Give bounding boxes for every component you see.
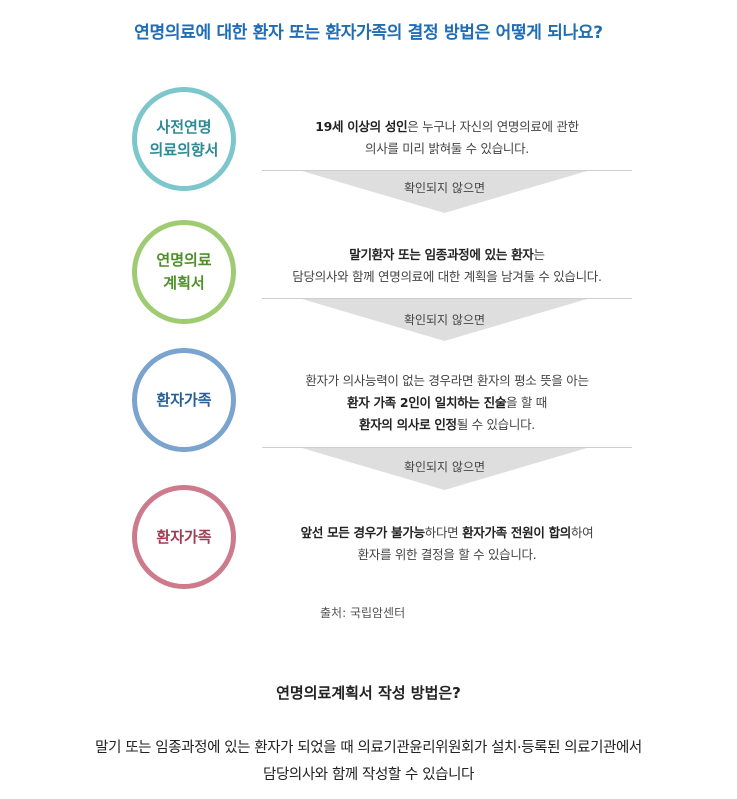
source-note: 출처: 국립암센터 xyxy=(320,606,406,620)
emphasis-text: 환자가족 전원이 합의 xyxy=(462,525,571,540)
emphasis-text: 환자의 의사로 인정 xyxy=(359,417,457,432)
bottom-line: 담당의사와 함께 작성할 수 있습니다 xyxy=(263,767,474,783)
divider-line xyxy=(262,298,632,299)
description-line: 담당의사와 함께 연명의료에 대한 계획을 남겨둘 수 있습니다. xyxy=(262,266,632,288)
step-circle-family-consensus: 환자가족 xyxy=(132,485,236,589)
divider-line xyxy=(262,170,632,171)
emphasis-text: 환자 가족 2인이 일치하는 진술 xyxy=(347,395,507,410)
step-circle-life-care-plan: 연명의료 계획서 xyxy=(132,220,236,324)
emphasis-text: 말기환자 또는 임종과정에 있는 환자 xyxy=(349,247,534,262)
description-line: 환자가 의사능력이 없는 경우라면 환자의 평소 뜻을 아는 xyxy=(262,370,632,392)
text-run: 환자가 의사능력이 없는 경우라면 환자의 평소 뜻을 아는 xyxy=(305,373,589,388)
description-line: 19세 이상의 성인은 누구나 자신의 연명의료에 관한 xyxy=(262,116,632,138)
bottom-line: 말기 또는 임종과정에 있는 환자가 되었을 때 의료기관윤리위원회가 설치·등… xyxy=(95,740,642,756)
description-line: 말기환자 또는 임종과정에 있는 환자는 xyxy=(262,244,632,266)
description-line: 환자의 의사로 인정될 수 있습니다. xyxy=(262,414,632,436)
text-run: 담당의사와 함께 연명의료에 대한 계획을 남겨둘 수 있습니다. xyxy=(292,269,602,284)
emphasis-text: 19세 이상의 성인 xyxy=(315,119,408,134)
down-arrow-icon xyxy=(302,448,587,490)
text-run: 은 누구나 자신의 연명의료에 관한 xyxy=(407,119,579,134)
text-run: 하여 xyxy=(570,525,594,540)
down-arrow-icon xyxy=(302,171,587,213)
text-run: 을 할 때 xyxy=(506,395,547,410)
arrow-label: 확인되지 않으면 xyxy=(403,460,486,474)
description-line: 환자 가족 2인이 일치하는 진술을 할 때 xyxy=(262,392,632,414)
description-line: 앞선 모든 경우가 불가능하다면 환자가족 전원이 합의하여 xyxy=(262,522,632,544)
step-circle-family-testimony: 환자가족 xyxy=(132,348,236,452)
arrow-label: 확인되지 않으면 xyxy=(403,313,486,327)
description-line: 의사를 미리 밝혀둘 수 있습니다. xyxy=(262,138,632,160)
emphasis-text: 앞선 모든 경우가 불가능 xyxy=(300,525,425,540)
divider-line xyxy=(262,447,632,448)
text-run: 환자를 위한 결정을 할 수 있습니다. xyxy=(357,547,537,562)
section-heading: 연명의료계획서 작성 방법은? xyxy=(276,684,461,702)
bottom-paragraph: 말기 또는 임종과정에 있는 환자가 되었을 때 의료기관윤리위원회가 설치·등… xyxy=(0,735,737,789)
description-line: 환자를 위한 결정을 할 수 있습니다. xyxy=(262,544,632,566)
arrow-label: 확인되지 않으면 xyxy=(403,181,486,195)
text-run: 는 xyxy=(533,247,546,262)
step-circle-advance-directive: 사전연명 의료의향서 xyxy=(132,87,236,191)
text-run: 될 수 있습니다. xyxy=(456,417,536,432)
down-arrow-icon xyxy=(302,299,587,341)
text-run: 의사를 미리 밝혀둘 수 있습니다. xyxy=(365,141,529,156)
page-title: 연명의료에 대한 환자 또는 환자가족의 결정 방법은 어떻게 되나요? xyxy=(134,23,603,43)
text-run: 하다면 xyxy=(424,525,463,540)
